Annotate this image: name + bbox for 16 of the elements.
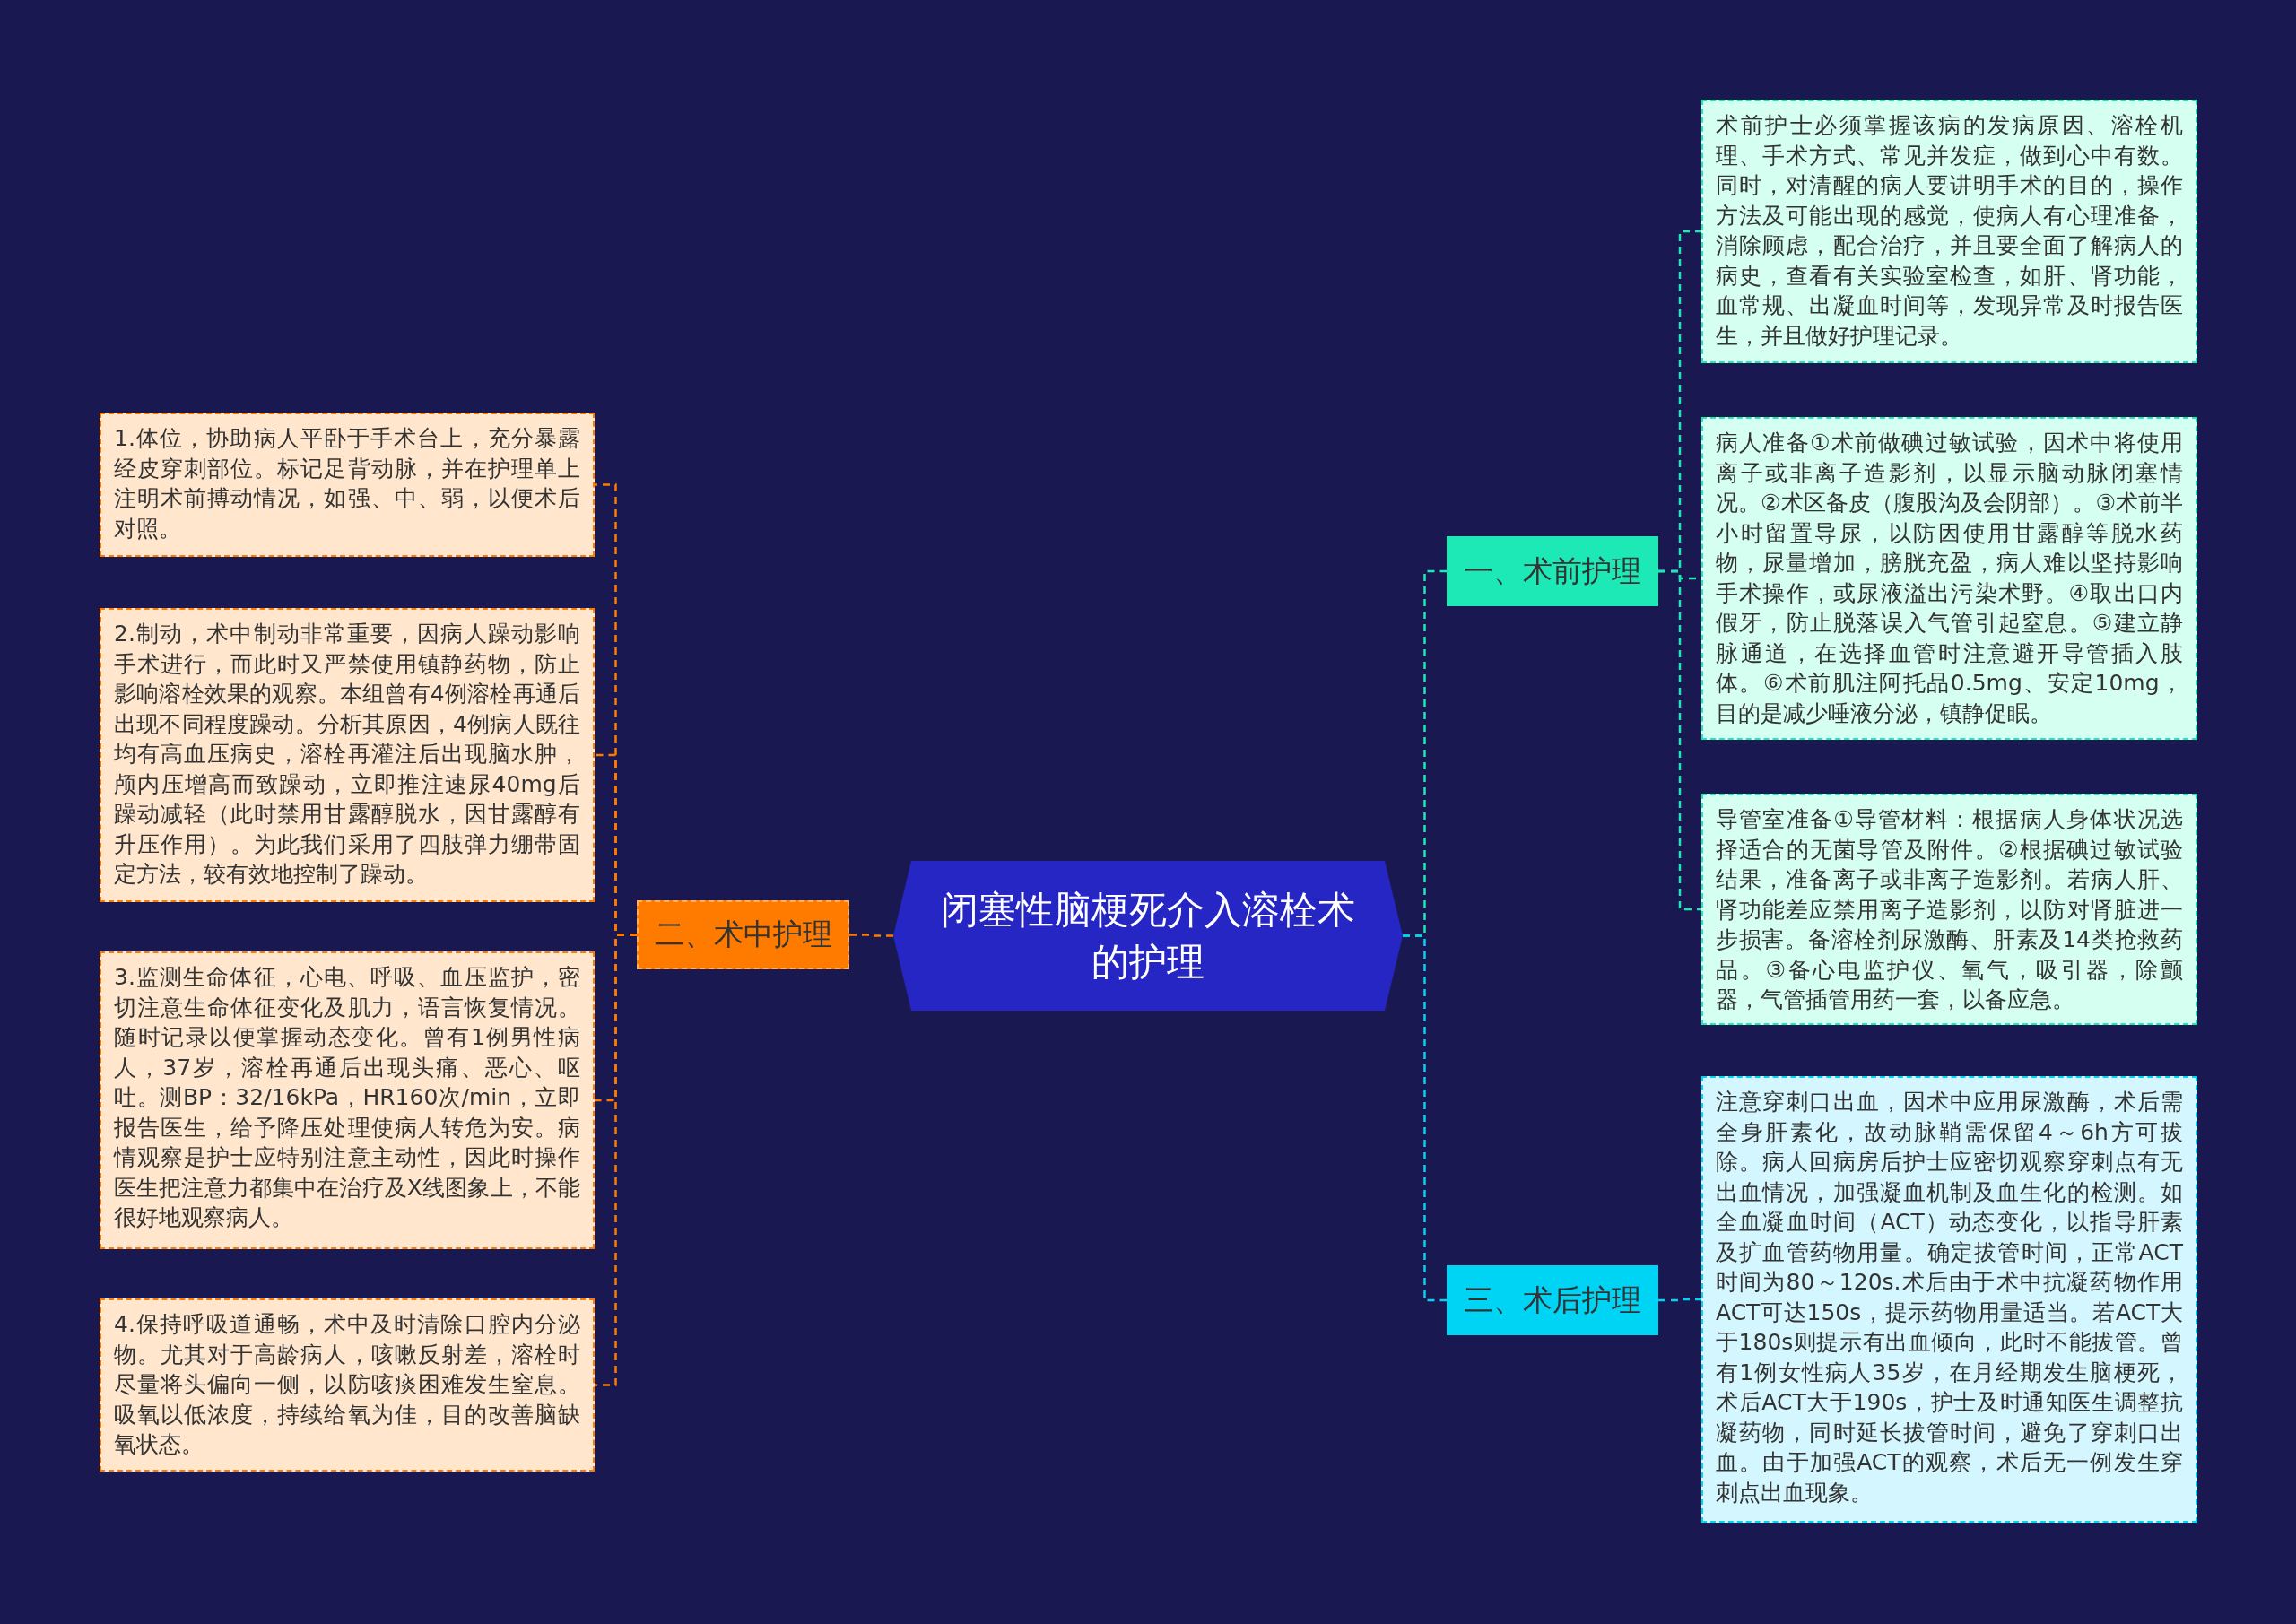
branch-topic-box: 三、术后护理 [1447, 1265, 1658, 1335]
note-card: 1.体位，协助病人平卧于手术台上，充分暴露经皮穿刺部位。标记足背动脉，并在护理单上注明术前搏动情况，如强、中、弱，以便术后对照。 [100, 413, 595, 557]
branch-topic-box: 一、术前护理 [1447, 536, 1658, 606]
connector-line [1403, 934, 1447, 1302]
note-card: 2.制动，术中制动非常重要，因病人躁动影响手术进行，而此时又严禁使用镇静药物，防止影响溶栓效果的观察。本组曾有4例溶栓再通后出现不同程度躁动。分析其原因，4例病人既往均有高血压病史，溶栓再灌注后出现脑水肿，颅内压增高而致躁动，立即推注速尿40mg后躁动减轻（此时禁用甘露醇脱水，因甘露醇有升压作用）。为此我们采用了四肢弹力绷带固定方法，较有效地控制了躁动。 [100, 608, 595, 902]
note-card: 3.监测生命体征，心电、呼吸、血压监护，密切注意生命体征变化及肌力，语言恢复情况。随时记录以便掌握动态变化。曾有1例男性病人，37岁，溶栓再通后出现头痛、恶心、呕吐。测BP：32/16kPa，HR160次/min，立即报告医生，给予降压处理使病人转危为安。病情观察是护士应特别注意主动性，因此时操作医生把注意力都集中在治疗及X线图象上，不能很好地观察病人。 [100, 951, 595, 1249]
connector-line [1658, 569, 1701, 911]
note-card: 注意穿刺口出血，因术中应用尿激酶，术后需全身肝素化，故动脉鞘需保留4～6h方可拔除。病人回病房后护士应密切观察穿刺点有无出血情况，加强凝血机制及血生化的检测。如全血凝血时间（ACT）动态变化，以指导肝素及扩血管药物用量。确定拔管时间，正常ACT时间为80～120s.术后由于术中抗凝药物作用ACT可达150s，提示药物用量适当。若ACT大于180s则提示有出血倾向，此时不能拔管。曾有1例女性病人35岁，在月经期发生脑梗死，术后ACT大于190s，护士及时通知医生调整抗凝药物，同时延长拔管时间，避免了穿刺口出血。由于加强ACT的观察，术后无一例发生穿刺点出血现象。 [1701, 1076, 2197, 1523]
branch-topic-box: 二、术中护理 [637, 900, 849, 969]
connector-line [849, 934, 893, 937]
central-topic-hexagon: 闭塞性脑梗死介入溶栓术的护理 [893, 861, 1403, 1011]
note-card: 术前护士必须掌握该病的发病原因、溶栓机理、手术方式、常见并发症，做到心中有数。同时，对清醒的病人要讲明手术的目的，操作方法及可能出现的感觉，使病人有心理准备，消除顾虑，配合治疗，并且要全面了解病人的病史，查看有关实验室检查，如肝、肾功能，血常规、出凝血时间等，发现异常及时报告医生，并且做好护理记录。 [1701, 100, 2197, 363]
connector-line [1658, 1298, 1701, 1302]
note-card: 导管室准备①导管材料：根据病人身体状况选择适合的无菌导管及附件。②根据碘过敏试验结果，准备离子或非离子造影剂。若病人肝、肾功能差应禁用离子造影剂，以防对肾脏进一步损害。备溶栓剂尿激酶、肝素及14类抢救药品。③备心电监护仪、氧气，吸引器，除颤器，气管插管用药一套，以备应急。 [1701, 794, 2197, 1025]
note-card: 4.保持呼吸道通畅，术中及时清除口腔内分泌物。尤其对于高龄病人，咳嗽反射差，溶栓时尽量将头偏向一侧，以防咳痰困难发生窒息。吸氧以低浓度，持续给氧为佳，目的改善脑缺氧状态。 [100, 1298, 595, 1472]
note-card: 病人准备①术前做碘过敏试验，因术中将使用离子或非离子造影剂，以显示脑动脉闭塞情况。②术区备皮（腹股沟及会阴部）。③术前半小时留置导尿，以防因使用甘露醇等脱水药物，尿量增加，膀胱充盈，病人难以坚持影响手术操作，或尿液溢出污染术野。④取出口内假牙，防止脱落误入气管引起窒息。⑤建立静脉通道，在选择血管时注意避开导管插入肢体。⑥术前肌注阿托品0.5mg、安定10mg，目的是减少唾液分泌，镇静促眠。 [1701, 417, 2197, 740]
